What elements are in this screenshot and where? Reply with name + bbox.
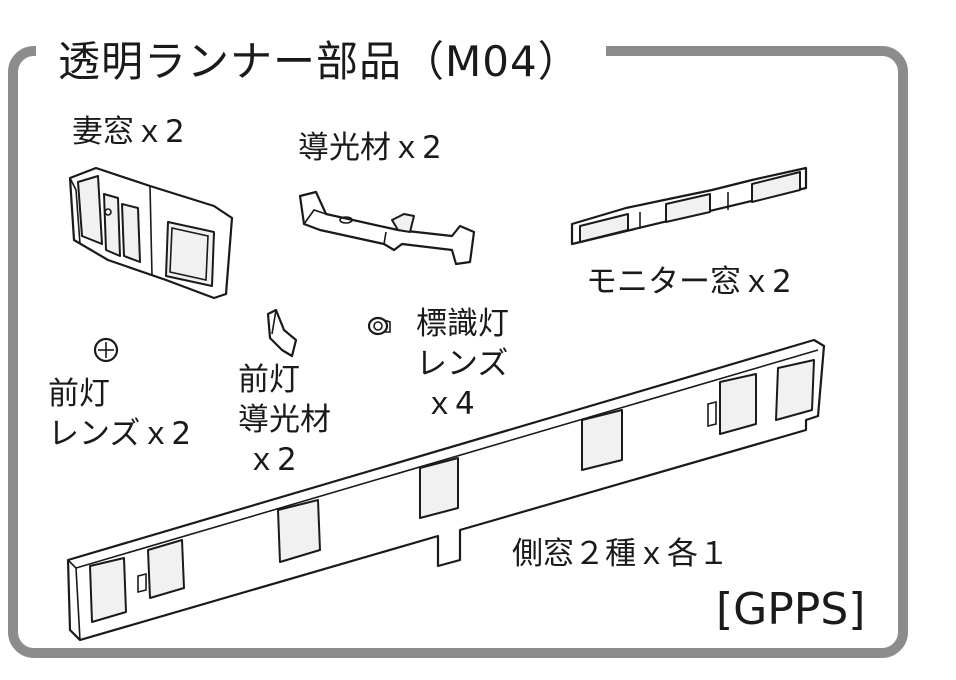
headlight-guide-label-line-2: 導光材 (238, 402, 331, 438)
headlight-guide-label-line-1: 前灯 (238, 362, 300, 398)
marker-lens-label-line-2: レンズ (416, 346, 509, 382)
headlight-guide-label-line-3: ｘ2 (246, 442, 297, 478)
title-background (36, 30, 606, 76)
monitor-window-part-icon (570, 166, 808, 246)
page-title: 透明ランナー部品（M04） (58, 37, 581, 86)
end-window-part-icon (68, 166, 234, 300)
marker-lens-label-line-3: ｘ4 (424, 386, 475, 422)
light-guide-label: 導光材ｘ2 (298, 130, 442, 166)
marker-lens-part-icon (367, 316, 391, 336)
marker-lens-label: 標識灯 レンズ ｘ4 (416, 304, 509, 424)
light-guide-part-icon (298, 190, 476, 266)
side-window-part-icon (66, 338, 826, 642)
headlight-lens-label-line-2: レンズｘ2 (48, 416, 192, 452)
side-window-label: 側窓２種ｘ各１ (512, 536, 729, 572)
headlight-lens-label-line-1: 前灯 (48, 376, 110, 412)
material-label: [GPPS] (716, 584, 866, 635)
headlight-guide-label: 前灯 導光材 ｘ2 (238, 360, 331, 480)
marker-lens-label-line-1: 標識灯 (416, 306, 509, 342)
headlight-lens-part-icon (93, 337, 119, 363)
end-window-label: 妻窓ｘ2 (72, 114, 185, 150)
headlight-guide-part-icon (266, 308, 298, 358)
monitor-window-label: モニター窓ｘ2 (586, 264, 792, 300)
headlight-lens-label: 前灯 レンズｘ2 (48, 374, 191, 454)
